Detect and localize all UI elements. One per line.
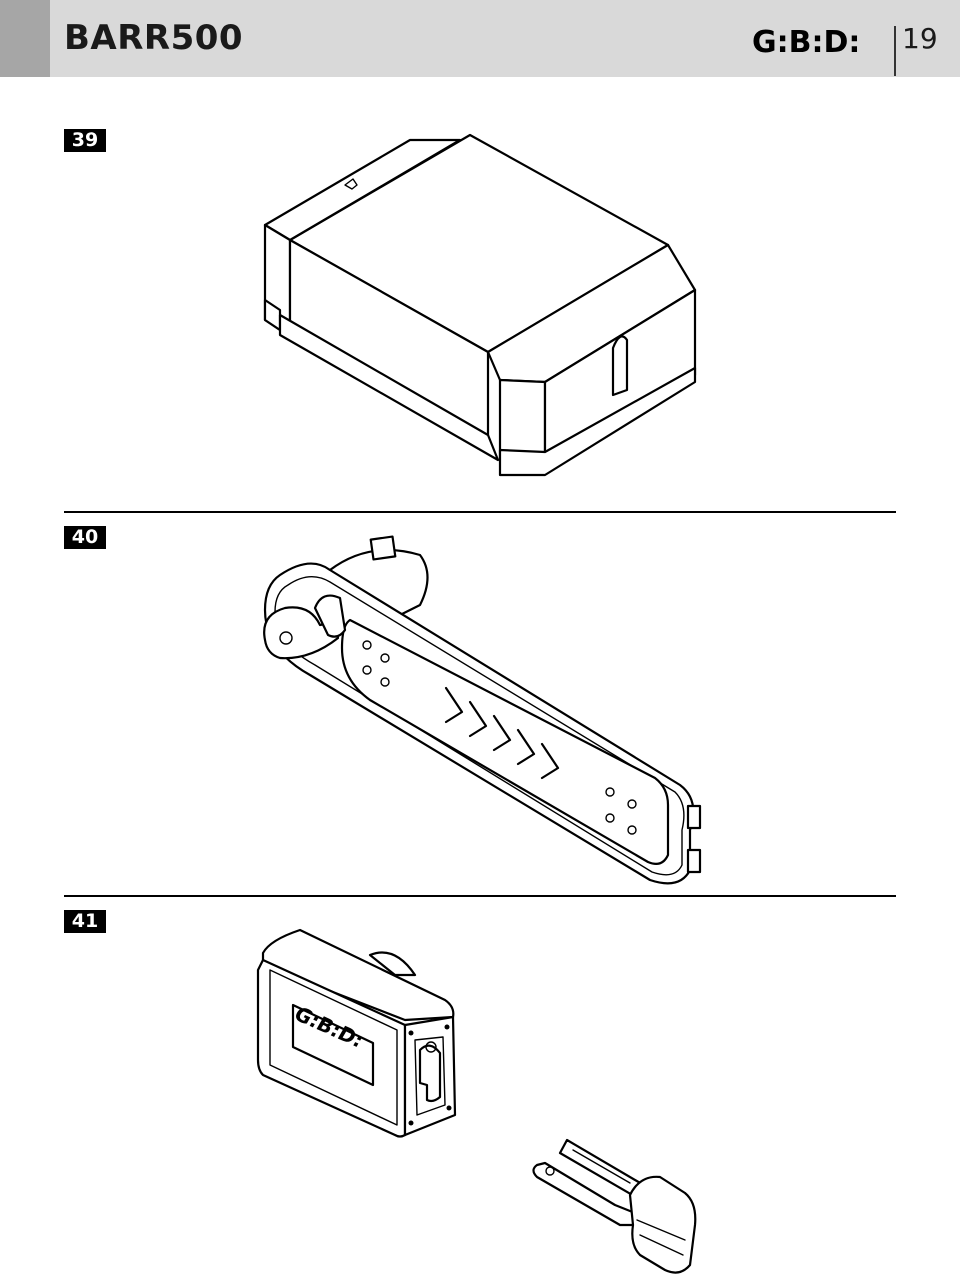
document-title: BARR500 bbox=[64, 18, 244, 58]
header-accent-bar bbox=[0, 0, 50, 77]
control-box-enclosure-icon bbox=[263, 133, 697, 477]
logo-text: G:B:D: bbox=[752, 25, 860, 58]
key-selector-and-key-icon: G:B:D: bbox=[256, 928, 697, 1274]
release-door-with-key-icon bbox=[263, 535, 702, 885]
header-divider bbox=[894, 26, 896, 76]
gbd-logo-icon: G:B:D: bbox=[752, 25, 860, 58]
figure-number-40: 40 bbox=[64, 526, 106, 549]
separator-line bbox=[64, 895, 896, 897]
page-number: 19 bbox=[902, 22, 938, 55]
page-header: BARR500 G:B:D: 19 bbox=[0, 0, 960, 77]
figure-number-39: 39 bbox=[64, 129, 106, 152]
separator-line bbox=[64, 511, 896, 513]
figure-number-41: 41 bbox=[64, 910, 106, 933]
